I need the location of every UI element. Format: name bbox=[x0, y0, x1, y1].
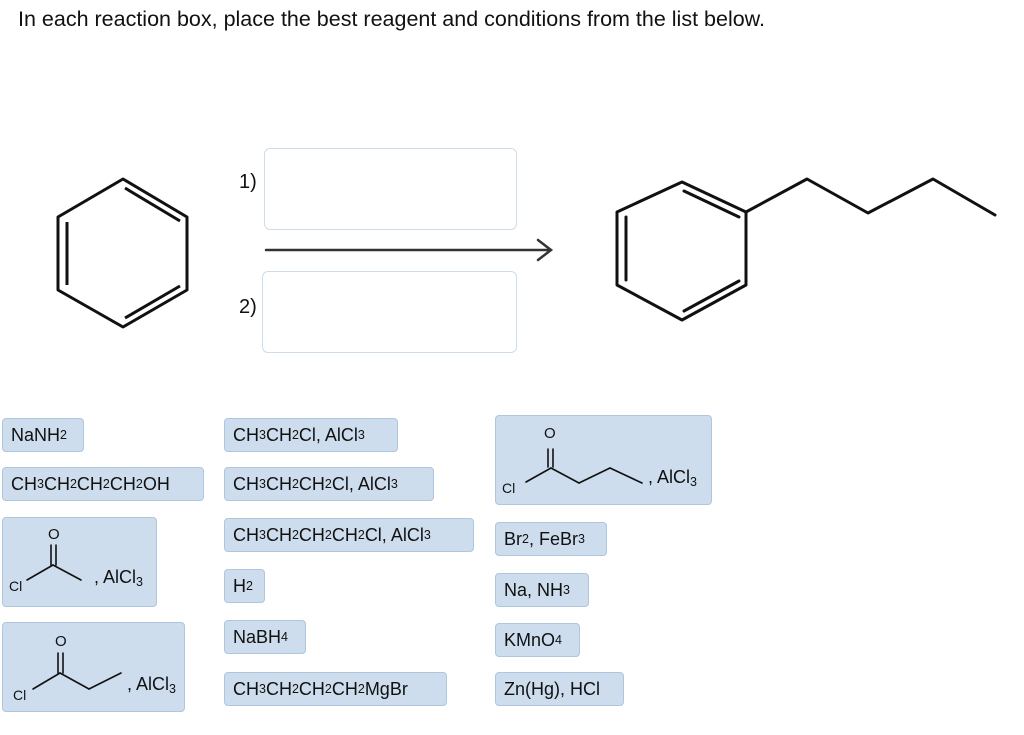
acetyl-chloride-structure bbox=[26, 544, 82, 581]
step-1-label: 1) bbox=[239, 171, 257, 193]
butanoyl-chloride-structure bbox=[525, 448, 643, 484]
catalyst-label: , AlCl3 bbox=[648, 467, 697, 489]
benzene-reactant bbox=[56, 177, 189, 329]
chlorine-label: Cl bbox=[502, 480, 516, 496]
catalyst-label: , AlCl3 bbox=[127, 674, 176, 696]
chlorine-label: Cl bbox=[13, 687, 27, 703]
catalyst-label: , AlCl3 bbox=[94, 567, 143, 589]
propanoyl-chloride-structure bbox=[32, 652, 122, 690]
carbonyl-oxygen-label: O bbox=[544, 425, 556, 442]
reagent-drop-box-1[interactable] bbox=[264, 148, 517, 230]
butylbenzene-product bbox=[615, 177, 997, 322]
reagent-tile-butanoyl-chloride[interactable]: O Cl , AlCl3 bbox=[495, 415, 712, 505]
reagent-tile-zn-hg-hcl[interactable]: Zn(Hg), HCl bbox=[495, 672, 624, 706]
chlorine-label: Cl bbox=[9, 578, 23, 594]
carbonyl-oxygen-label: O bbox=[48, 526, 60, 543]
reagent-tile-acetyl-chloride[interactable]: O Cl , AlCl3 bbox=[2, 517, 157, 607]
reaction-arrow bbox=[264, 238, 554, 262]
reagent-drop-box-2[interactable] bbox=[262, 271, 517, 353]
instruction-text: In each reaction box, place the best rea… bbox=[18, 7, 765, 31]
reagent-tile-propanoyl-chloride[interactable]: O Cl , AlCl3 bbox=[2, 622, 185, 712]
carbonyl-oxygen-label: O bbox=[55, 633, 67, 650]
step-2-label: 2) bbox=[239, 296, 257, 318]
